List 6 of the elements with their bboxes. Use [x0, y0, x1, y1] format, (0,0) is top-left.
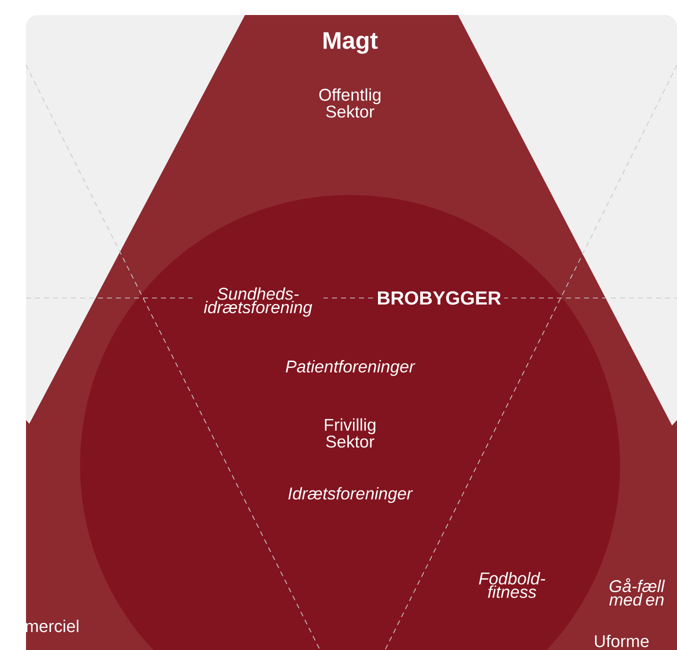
- organisation-label: Patientforeninger: [286, 360, 416, 376]
- organisation-label: Fodbold-fitness: [478, 572, 546, 598]
- organisation-label: Sundheds-idrætsforening: [192, 284, 324, 320]
- organisation-label: Idrætsforeninger: [288, 487, 413, 503]
- sector-label: merciel: [26, 620, 78, 632]
- bridge-builder-label: BROBYGGER: [374, 288, 504, 308]
